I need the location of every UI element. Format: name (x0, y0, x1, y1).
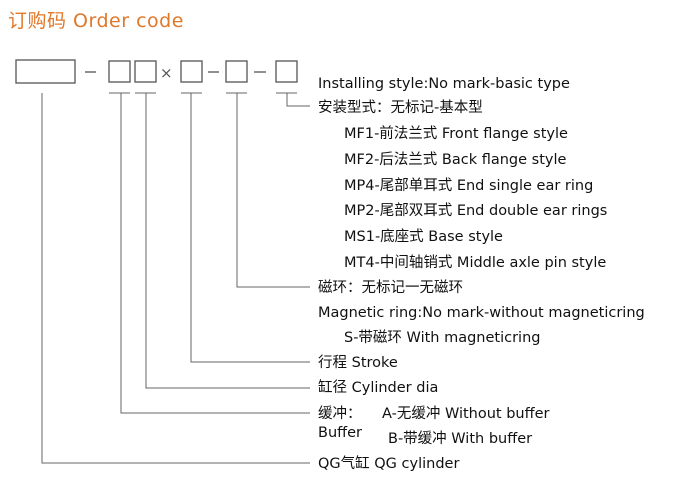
leader-stroke (190, 93, 310, 363)
buffer-option-b: B-带缓冲 With buffer (388, 431, 533, 447)
qg-cylinder-label: QG气缸 QG cylinder (318, 456, 460, 472)
code-box-series (15, 59, 76, 84)
code-box-bore (134, 60, 157, 83)
times-sign: × (160, 64, 173, 82)
stroke-label: 行程 Stroke (318, 355, 398, 371)
buffer-option-a: A-无缓冲 Without buffer (382, 406, 550, 422)
leader-bore (145, 93, 310, 389)
code-box-buffer (108, 60, 131, 83)
installing-option-mt4: MT4-中间轴销式 Middle axle pin style (344, 255, 607, 271)
installing-option-mp2: MP2-尾部双耳式 End double ear rings (344, 203, 608, 219)
installing-style-en: Installing style:No mark-basic type (318, 76, 570, 92)
installing-option-mp4: MP4-尾部单耳式 End single ear ring (344, 178, 594, 194)
magnetic-ring-option-s: S-带磁环 With magneticring (344, 330, 541, 346)
cylinder-dia-label: 缸径 Cylinder dia (318, 380, 439, 396)
page-title: 订购码 Order code (8, 10, 184, 32)
magnetic-ring-en: Magnetic ring:No mark-without magneticri… (318, 305, 645, 321)
leader-installing (286, 93, 310, 107)
code-box-installing (275, 60, 298, 83)
buffer-label-en: Buffer (318, 425, 363, 441)
leader-buffer (120, 93, 310, 414)
leader-magnetic (236, 93, 310, 288)
code-box-magnetic (225, 60, 248, 83)
buffer-label-cn: 缓冲： (318, 406, 362, 422)
leader-series (41, 96, 310, 464)
installing-option-mf1: MF1-前法兰式 Front flange style (344, 126, 568, 142)
magnetic-ring-cn: 磁环：无标记一无磁环 (318, 280, 463, 296)
installing-option-mf2: MF2-后法兰式 Back flange style (344, 152, 567, 168)
installing-style-cn: 安装型式：无标记-基本型 (318, 100, 483, 116)
installing-option-ms1: MS1-底座式 Base style (344, 229, 503, 245)
code-box-stroke (180, 60, 203, 83)
